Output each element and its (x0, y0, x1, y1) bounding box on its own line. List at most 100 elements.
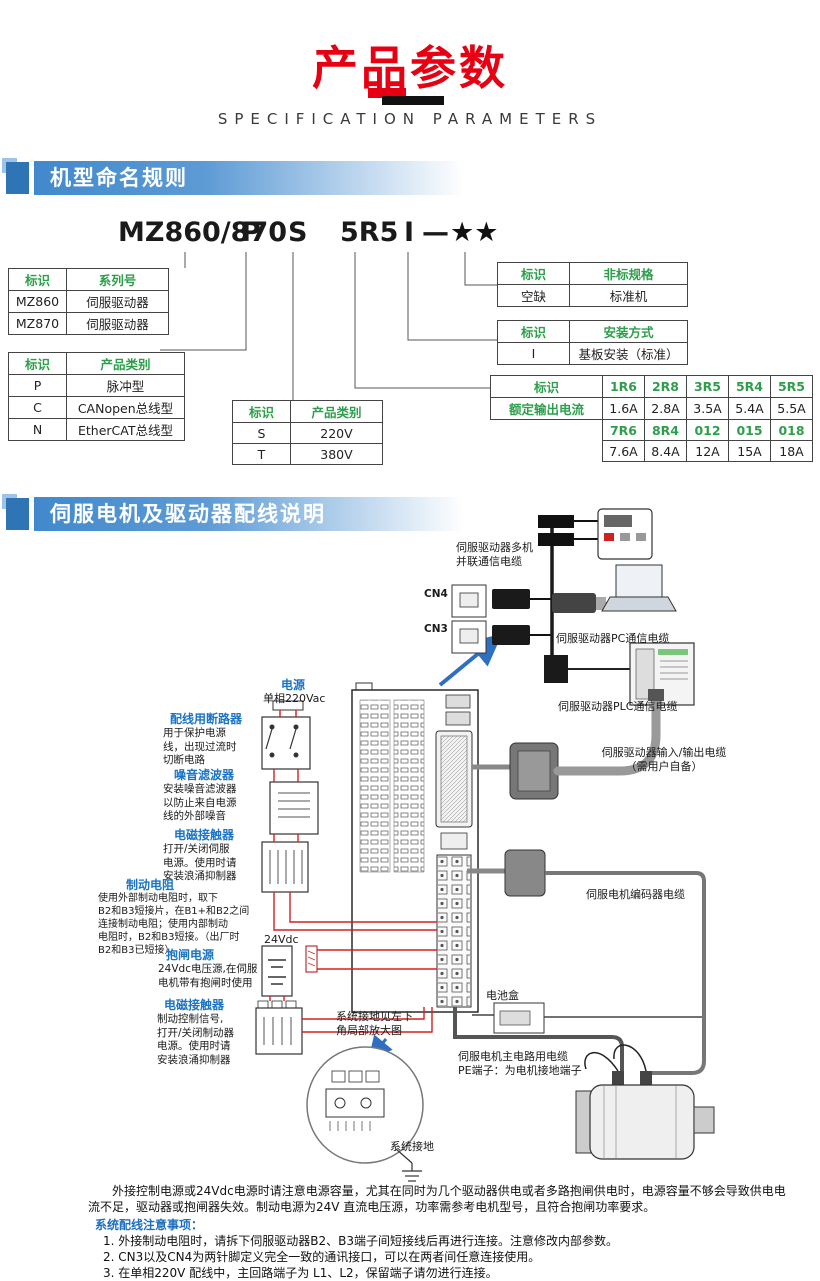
cell: 1R6 (602, 375, 645, 398)
cell: C (8, 396, 67, 419)
filter-label: 噪音滤波器 (174, 768, 235, 782)
noise-filter-shape (269, 781, 319, 835)
cell: 产品类别 (66, 352, 185, 375)
cell: 脉冲型 (66, 374, 185, 397)
notes-title: 系统配线注意事项： (95, 1218, 204, 1232)
cell: 2R8 (644, 375, 687, 398)
section-square-icon (6, 162, 29, 194)
power-label: 电源 (281, 678, 306, 692)
rj45-ports (451, 584, 552, 654)
cell (491, 420, 603, 441)
breaker-desc: 用于保护电源 线，出现过流时 切断电路 (163, 727, 237, 767)
main-cable-label: 伺服电机主电路用电缆 PE端子：为电机接地端子 (458, 1050, 582, 1078)
operator-panel-icon (597, 508, 653, 560)
cell: N (8, 418, 67, 441)
cell: 标识 (8, 352, 67, 375)
laptop-icon (601, 564, 677, 612)
v24-label: 24Vdc (264, 933, 299, 946)
red-wiring (269, 710, 437, 1033)
cell: S (232, 422, 291, 444)
breaker-shape (261, 716, 311, 770)
cell: 非标规格 (569, 262, 688, 285)
cn1-connector (435, 730, 473, 828)
series-table: 标识 系列号 MZ860 伺服驱动器 MZ870 伺服驱动器 (8, 268, 169, 335)
plc-device-icon (544, 642, 695, 706)
cell: 220V (290, 422, 383, 444)
filter-desc: 安装噪音滤波器 以防止来自电源 线的外部噪音 (163, 783, 237, 823)
cell: 7R6 (602, 419, 645, 441)
pc-cable-label: 伺服驱动器PC通信电缆 (556, 632, 670, 645)
cn3-label: CN3 (424, 623, 448, 635)
cell: CANopen总线型 (66, 396, 185, 419)
cell: 5R5 (770, 375, 813, 398)
system-ground-label: 系统接地 (390, 1140, 434, 1153)
cell: 2.8A (644, 397, 687, 420)
comm-cable-bundle (538, 515, 598, 673)
rated-current-table: 标识 1R6 2R8 3R5 5R4 5R5 额定输出电流 1.6A 2.8A … (490, 375, 813, 462)
cell: 空缺 (497, 284, 570, 307)
contactor2-label: 电磁接触器 (164, 998, 225, 1012)
brake-power-label: 抱闸电源 (166, 948, 215, 962)
vent-grid (359, 699, 391, 873)
contactor-shape (261, 841, 309, 893)
cell: 标识 (497, 320, 570, 343)
cell: 15A (728, 440, 771, 462)
section-naming-title: 机型命名规则 (50, 166, 188, 190)
cell: I (497, 342, 570, 365)
cell: 7.6A (602, 440, 645, 462)
cell: 标识 (8, 268, 67, 291)
resistor-shape (305, 945, 318, 973)
encoder-connector (467, 849, 706, 1075)
contactor2-desc: 制动控制信号, 打开/关闭制动器 电源。使用时请 安装浪涌抑制器 (157, 1013, 235, 1066)
encoder-port (440, 832, 468, 850)
cell: MZ870 (8, 312, 67, 335)
model-stars: ★★ (450, 217, 499, 248)
cn4-label: CN4 (424, 588, 448, 600)
cell: 012 (686, 419, 729, 441)
cell: 标识 (490, 375, 603, 398)
ground-zoom-note: 系统接地见左下 角局部放大图 (336, 1010, 413, 1038)
cell: 015 (728, 419, 771, 441)
wiring-diagram (255, 508, 715, 1182)
section-naming-header: 机型命名规则 (0, 158, 480, 195)
cell: 380V (290, 443, 383, 465)
cell: EtherCAT总线型 (66, 418, 185, 441)
cell: 3R5 (686, 375, 729, 398)
resistor-label: 制动电阻 (126, 878, 175, 892)
contactor2-shape (255, 1000, 303, 1055)
terminal-strip (436, 854, 472, 1008)
section-gradient-bar: 机型命名规则 (34, 161, 464, 195)
vent-grid (393, 699, 425, 873)
model-current-code: 5R5 (340, 217, 399, 248)
cell: 产品类别 (290, 400, 383, 423)
io-cable-label: 伺服驱动器输入/输出电缆 （需用户自备） (601, 746, 727, 774)
notes-paragraph: 外接控制电源或24Vdc电源时请注意电源容量，尤其在同时为几个驱动器供电或者多路… (88, 1184, 786, 1214)
model-dash: — (422, 217, 449, 248)
cell: 安装方式 (569, 320, 688, 343)
product-type-table: 标识 产品类别 P 脉冲型 C CANopen总线型 N EtherCAT总线型 (8, 352, 185, 441)
section-square-icon (6, 498, 29, 530)
brake-power-desc: 24Vdc电压源,在伺服 电机带有抱闸时使用 (158, 963, 258, 989)
note-item-3: 3. 在单相220V 配线中，主回路端子为 L1、L2，保留端子请勿进行连接。 (103, 1266, 498, 1280)
drive-cn3-port (445, 711, 471, 726)
cell: 3.5A (686, 397, 729, 420)
servo-drive-unit (351, 682, 479, 1013)
cell: 伺服驱动器 (66, 290, 169, 313)
cell: 系列号 (66, 268, 169, 291)
title-red-accent (368, 88, 406, 98)
model-series-code: MZ860/870 (118, 217, 288, 248)
voltage-table: 标识 产品类别 S 220V T 380V (232, 400, 383, 465)
plc-cable-label: 伺服驱动器PLC通信电缆 (558, 700, 678, 713)
cell: P (8, 374, 67, 397)
page-title: 产品参数 (312, 41, 508, 95)
section-wiring-title: 伺服电机及驱动器配线说明 (50, 502, 326, 526)
cell: 额定输出电流 (490, 397, 603, 420)
cell: 标识 (497, 262, 570, 285)
drive-cn4-port (445, 694, 471, 709)
contactor1-label: 电磁接触器 (174, 828, 235, 842)
zoom-arrow-icon (368, 1034, 393, 1061)
battery-box-label: 电池盒 (486, 989, 519, 1002)
cell: MZ860 (8, 290, 67, 313)
cell: 8.4A (644, 440, 687, 462)
